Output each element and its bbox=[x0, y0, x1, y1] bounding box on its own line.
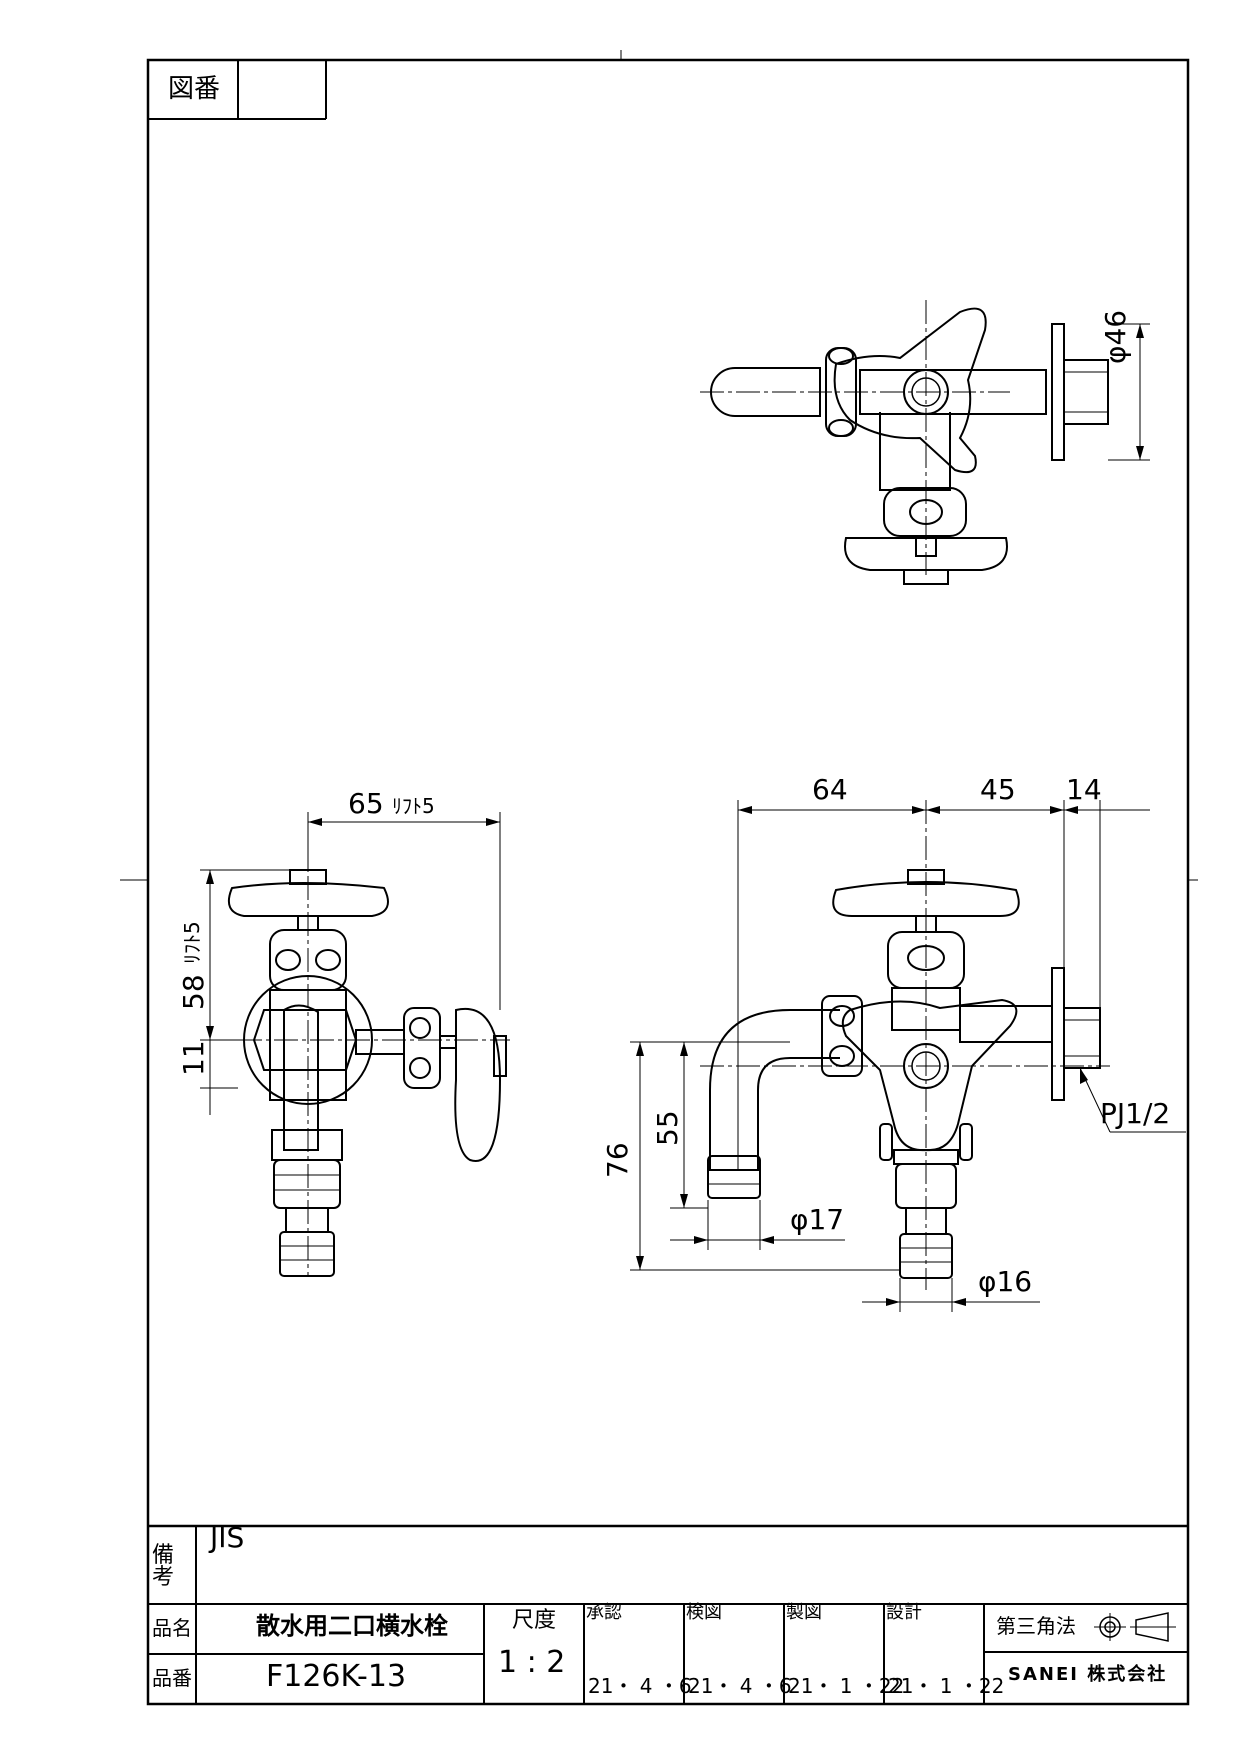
design-label: 設計 bbox=[886, 1602, 922, 1623]
remarks-label: 備考 bbox=[152, 1543, 175, 1590]
drawn-date: 21・ 1 ・22 bbox=[788, 1674, 905, 1698]
approved-label: 承認 bbox=[586, 1602, 622, 1623]
design-date: 21・ 1 ・22 bbox=[888, 1674, 1005, 1698]
drawing-number-box bbox=[148, 60, 327, 120]
drawing-no-label: 図番 bbox=[168, 74, 221, 104]
projection-label: 第三角法 bbox=[996, 1614, 1076, 1638]
dim-side-offset: 11 bbox=[177, 1040, 210, 1076]
drawn-label: 製図 bbox=[786, 1602, 822, 1623]
product-name-label: 品名 bbox=[152, 1616, 192, 1640]
front-view bbox=[630, 800, 1186, 1312]
dim-front-spout-dia: φ17 bbox=[790, 1203, 845, 1236]
dim-front-14: 14 bbox=[1066, 773, 1102, 806]
dim-side-height: 58 bbox=[177, 974, 210, 1010]
product-name-value: 散水用二口横水栓 bbox=[256, 1612, 448, 1640]
drawing-border bbox=[146, 58, 1190, 1706]
dim-front-45: 45 bbox=[980, 773, 1016, 806]
dim-front-55: 55 bbox=[651, 1110, 684, 1146]
checked-date: 21・ 4 ・6 bbox=[688, 1674, 792, 1698]
top-view bbox=[700, 300, 1150, 585]
scale-label: 尺度 bbox=[512, 1608, 557, 1633]
scale-value: 1 : 2 bbox=[498, 1645, 566, 1680]
dim-side-width: 65 bbox=[348, 787, 384, 820]
remarks-value: JIS bbox=[210, 1521, 245, 1554]
third-angle-symbol bbox=[1094, 1612, 1176, 1642]
checked-label: 検図 bbox=[686, 1602, 722, 1623]
dim-top-diameter: φ46 bbox=[1099, 309, 1132, 364]
approved-date: 21・ 4 ・6 bbox=[588, 1674, 692, 1698]
dim-front-thread: PJ1/2 bbox=[1100, 1097, 1171, 1130]
company-name: SANEI 株式会社 bbox=[1008, 1664, 1168, 1685]
dim-front-64: 64 bbox=[812, 773, 848, 806]
title-block bbox=[148, 1524, 1188, 1704]
part-number-label: 品番 bbox=[152, 1666, 192, 1690]
dim-side-height-lift: ﾘﾌﾄ5 bbox=[180, 921, 204, 964]
dim-front-outlet-dia: φ16 bbox=[978, 1265, 1033, 1298]
dim-side-width-lift: ﾘﾌﾄ5 bbox=[392, 794, 435, 818]
dim-front-76: 76 bbox=[601, 1142, 634, 1178]
part-number-value: F126K-13 bbox=[266, 1659, 407, 1694]
side-view bbox=[200, 812, 510, 1277]
